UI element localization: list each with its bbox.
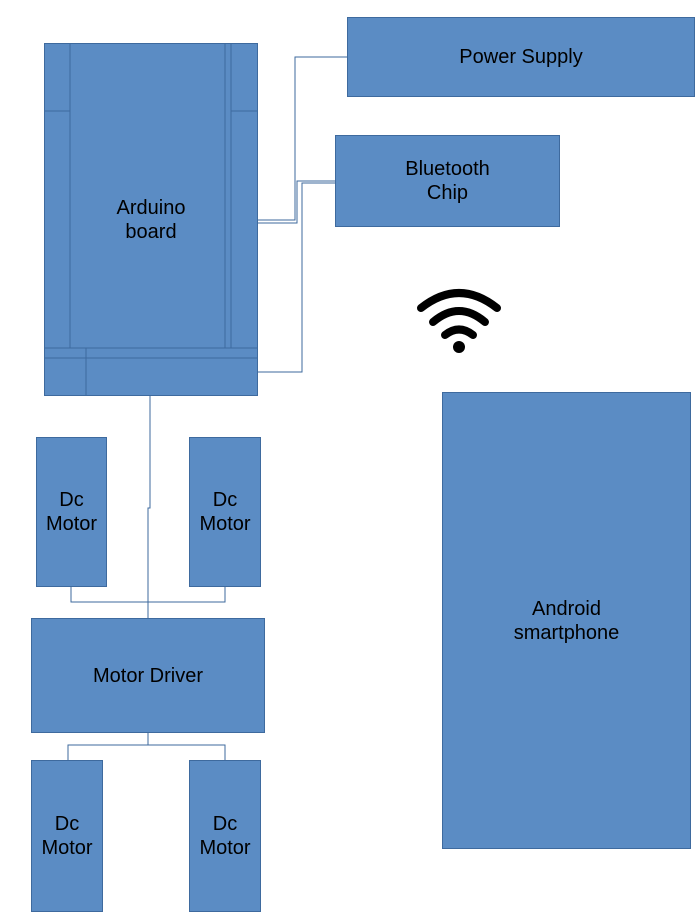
dc-motor-bottom-left-label: Dc Motor bbox=[41, 813, 93, 859]
arduino-board: Arduino board bbox=[44, 43, 258, 396]
dc-motor-bottom-right: Dc Motor bbox=[189, 760, 261, 912]
arduino-board-label: Arduino board bbox=[116, 196, 186, 243]
motor-driver-label: Motor Driver bbox=[92, 664, 203, 687]
android-smartphone-block: Android smartphone bbox=[442, 392, 691, 849]
dc-motor-top-left-label: Dc Motor bbox=[45, 489, 98, 535]
dc-motor-top-right: Dc Motor bbox=[189, 437, 261, 587]
wire-arduino-driver bbox=[147, 396, 151, 618]
wire-arduino-bluetooth bbox=[258, 180, 336, 224]
wire-arduino-bottom-bluetooth bbox=[258, 182, 336, 373]
bluetooth-chip-label: Bluetooth Chip bbox=[405, 158, 490, 204]
dc-motor-top-left: Dc Motor bbox=[36, 437, 107, 587]
wire-top-motors bbox=[70, 587, 226, 603]
wifi-icon bbox=[417, 289, 501, 353]
android-smartphone-label: Android smartphone bbox=[513, 598, 620, 644]
bluetooth-chip-block: Bluetooth Chip bbox=[335, 135, 560, 227]
wire-driver-bottom bbox=[67, 733, 226, 760]
power-supply-label: Power Supply bbox=[459, 46, 583, 68]
motor-driver-block: Motor Driver bbox=[31, 618, 265, 733]
dc-motor-bottom-left: Dc Motor bbox=[31, 760, 103, 912]
dc-motor-top-right-label: Dc Motor bbox=[199, 489, 251, 535]
power-supply-block: Power Supply bbox=[347, 17, 695, 97]
dc-motor-bottom-right-label: Dc Motor bbox=[199, 813, 251, 859]
